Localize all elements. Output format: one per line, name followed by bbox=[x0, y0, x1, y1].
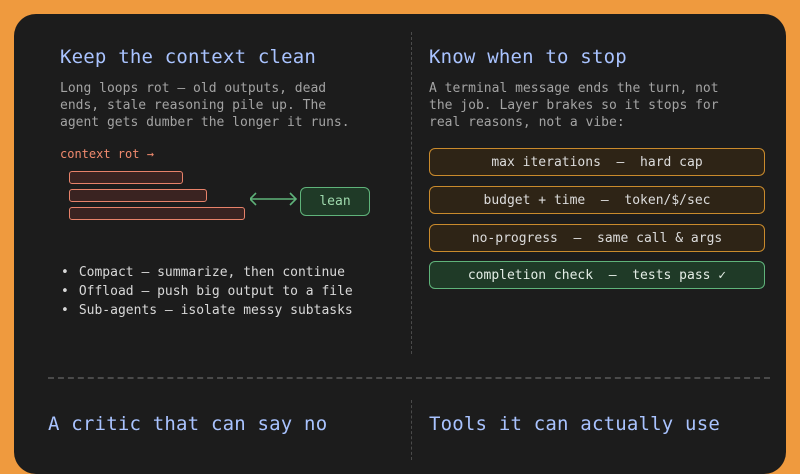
context-strategy-list: • Compact — summarize, then continue • Off… bbox=[60, 263, 353, 320]
section-title-stop: Know when to stop bbox=[429, 46, 627, 68]
brake-name: budget + time bbox=[483, 192, 586, 208]
brake-separator: – bbox=[585, 192, 625, 208]
context-rot-bar-2 bbox=[69, 189, 207, 202]
brake-name: no-progress bbox=[471, 230, 558, 246]
brake-separator: – bbox=[600, 154, 641, 170]
bullet-icon: • bbox=[61, 284, 69, 299]
context-rot-bar-1 bbox=[69, 171, 183, 184]
brake-detail: tests pass ✓ bbox=[632, 267, 727, 283]
list-item: • Compact — summarize, then continue bbox=[60, 263, 353, 282]
brake-detail: hard cap bbox=[640, 154, 703, 170]
lean-context-box: lean bbox=[300, 187, 370, 216]
brake-name: completion check bbox=[467, 267, 594, 283]
brake-separator: – bbox=[593, 267, 633, 283]
context-rot-label: context rot → bbox=[60, 147, 154, 161]
stop-description-line-3: real reasons, not a vibe: bbox=[429, 115, 625, 130]
bullet-icon: • bbox=[61, 303, 69, 318]
vertical-divider-top bbox=[411, 32, 412, 354]
bullet-text: Sub-agents — isolate messy subtasks bbox=[78, 303, 353, 318]
brake-max-iterations: max iterations – hard cap bbox=[429, 148, 765, 176]
bullet-text: Compact — summarize, then continue bbox=[78, 265, 345, 280]
horizontal-divider bbox=[48, 377, 770, 379]
brake-detail: token/$/sec bbox=[624, 192, 711, 208]
context-rot-bar-3 bbox=[69, 207, 245, 220]
section-title-tools: Tools it can actually use bbox=[429, 413, 720, 435]
vertical-divider-bottom bbox=[411, 400, 412, 460]
stop-description-line-2: the job. Layer brakes so it stops for bbox=[429, 98, 719, 113]
brake-completion-check: completion check – tests pass ✓ bbox=[429, 261, 765, 289]
section-title-critic: A critic that can say no bbox=[48, 413, 328, 435]
brake-detail: same call & args bbox=[597, 230, 723, 246]
list-item: • Sub-agents — isolate messy subtasks bbox=[60, 301, 353, 320]
content-panel: Keep the context clean Long loops rot — … bbox=[14, 14, 786, 474]
arrow-right-icon bbox=[250, 192, 298, 206]
brake-no-progress: no-progress – same call & args bbox=[429, 224, 765, 252]
stop-description-line-1: A terminal message ends the turn, not bbox=[429, 81, 719, 96]
context-description-line-2: ends, stale reasoning pile up. The bbox=[60, 98, 327, 113]
bullet-icon: • bbox=[61, 265, 69, 280]
list-item: • Offload — push big output to a file bbox=[60, 282, 353, 301]
brake-separator: – bbox=[557, 230, 597, 246]
brake-name: max iterations bbox=[491, 154, 601, 170]
context-description-line-3: agent gets dumber the longer it runs. bbox=[60, 115, 350, 130]
section-title-context: Keep the context clean bbox=[60, 46, 317, 68]
context-description-line-1: Long loops rot — old outputs, dead bbox=[60, 81, 327, 96]
bullet-text: Offload — push big output to a file bbox=[78, 284, 353, 299]
brake-budget-time: budget + time – token/$/sec bbox=[429, 186, 765, 214]
